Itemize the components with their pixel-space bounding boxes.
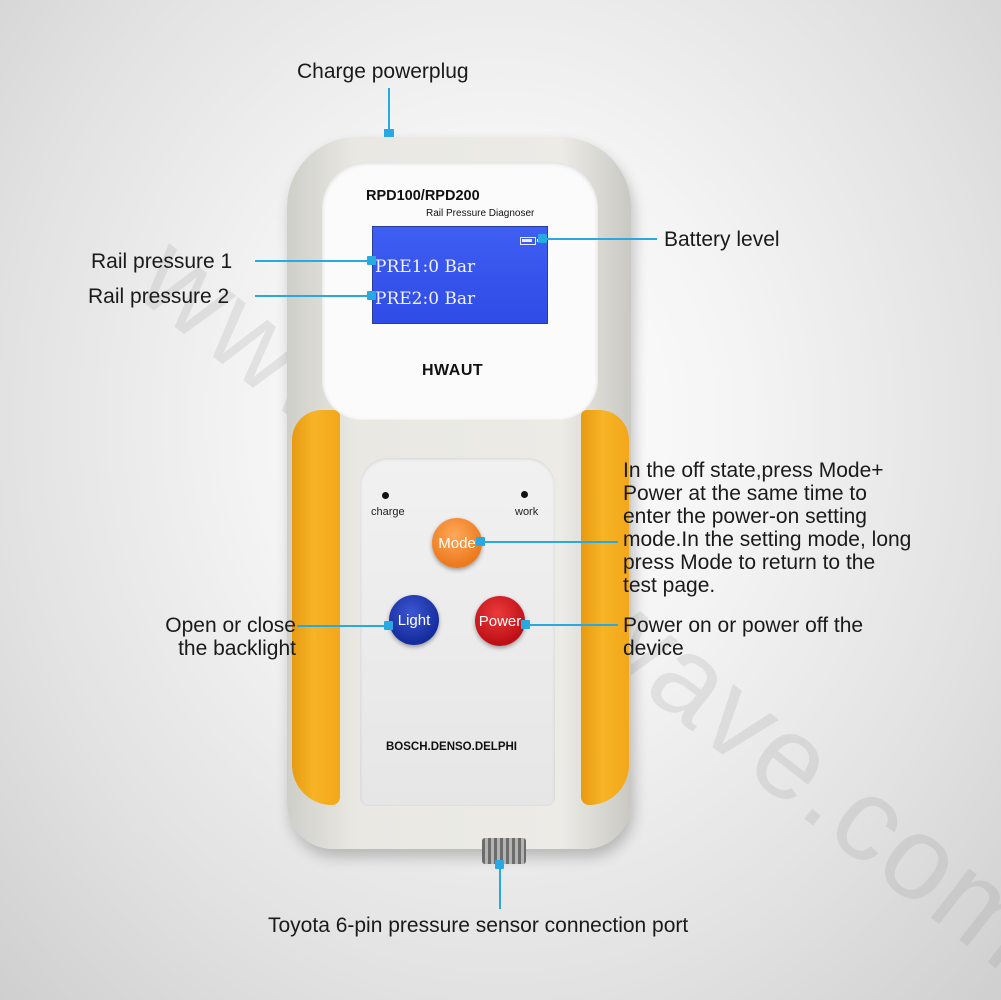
charge-plug-line xyxy=(388,88,390,132)
device-footer-text: BOSCH.DENSO.DELPHI xyxy=(386,741,517,753)
left-grip xyxy=(292,410,340,805)
power-description: Power on or power off the device xyxy=(623,614,864,660)
power-marker xyxy=(521,620,530,629)
port-line xyxy=(499,865,501,909)
screen-line-1: PRE1:0 Bar xyxy=(375,257,476,277)
rail-pressure-2-line xyxy=(255,295,370,297)
mode-line xyxy=(480,541,618,543)
battery-icon xyxy=(520,237,539,245)
battery-level-label: Battery level xyxy=(664,228,780,251)
charge-plug-marker xyxy=(384,129,394,137)
battery-level-line xyxy=(543,238,657,240)
charge-plug-label: Charge powerplug xyxy=(297,60,469,83)
charge-led xyxy=(382,492,389,499)
brand-logo: HWAUT xyxy=(422,362,484,379)
lcd-screen: PRE1:0 Bar PRE2:0 Bar xyxy=(372,226,548,324)
port-description: Toyota 6-pin pressure sensor connection … xyxy=(268,914,689,937)
rail-pressure-2-marker xyxy=(367,291,376,300)
battery-level-marker xyxy=(538,234,547,243)
mode-button[interactable]: Mode xyxy=(432,518,482,568)
screen-line-2: PRE2:0 Bar xyxy=(375,289,476,309)
device-subtitle: Rail Pressure Diagnoser xyxy=(426,208,535,219)
light-marker xyxy=(384,621,393,630)
rail-pressure-1-label: Rail pressure 1 xyxy=(91,250,233,273)
charge-led-label: charge xyxy=(371,506,405,518)
light-button[interactable]: Light xyxy=(389,595,439,645)
light-description: Open or close the backlight xyxy=(165,614,296,660)
right-grip xyxy=(581,410,629,805)
light-line xyxy=(297,625,389,627)
rail-pressure-1-marker xyxy=(367,256,376,265)
power-line xyxy=(525,624,618,626)
rail-pressure-2-label: Rail pressure 2 xyxy=(88,285,230,308)
port-marker xyxy=(495,860,504,869)
mode-description: In the off state,press Mode+ Power at th… xyxy=(623,459,912,597)
power-button[interactable]: Power xyxy=(475,596,525,646)
rail-pressure-1-line xyxy=(255,260,370,262)
mode-marker xyxy=(476,537,485,546)
device-model: RPD100/RPD200 xyxy=(366,188,480,204)
work-led-label: work xyxy=(515,506,539,518)
work-led xyxy=(521,491,528,498)
sensor-port xyxy=(482,838,526,864)
